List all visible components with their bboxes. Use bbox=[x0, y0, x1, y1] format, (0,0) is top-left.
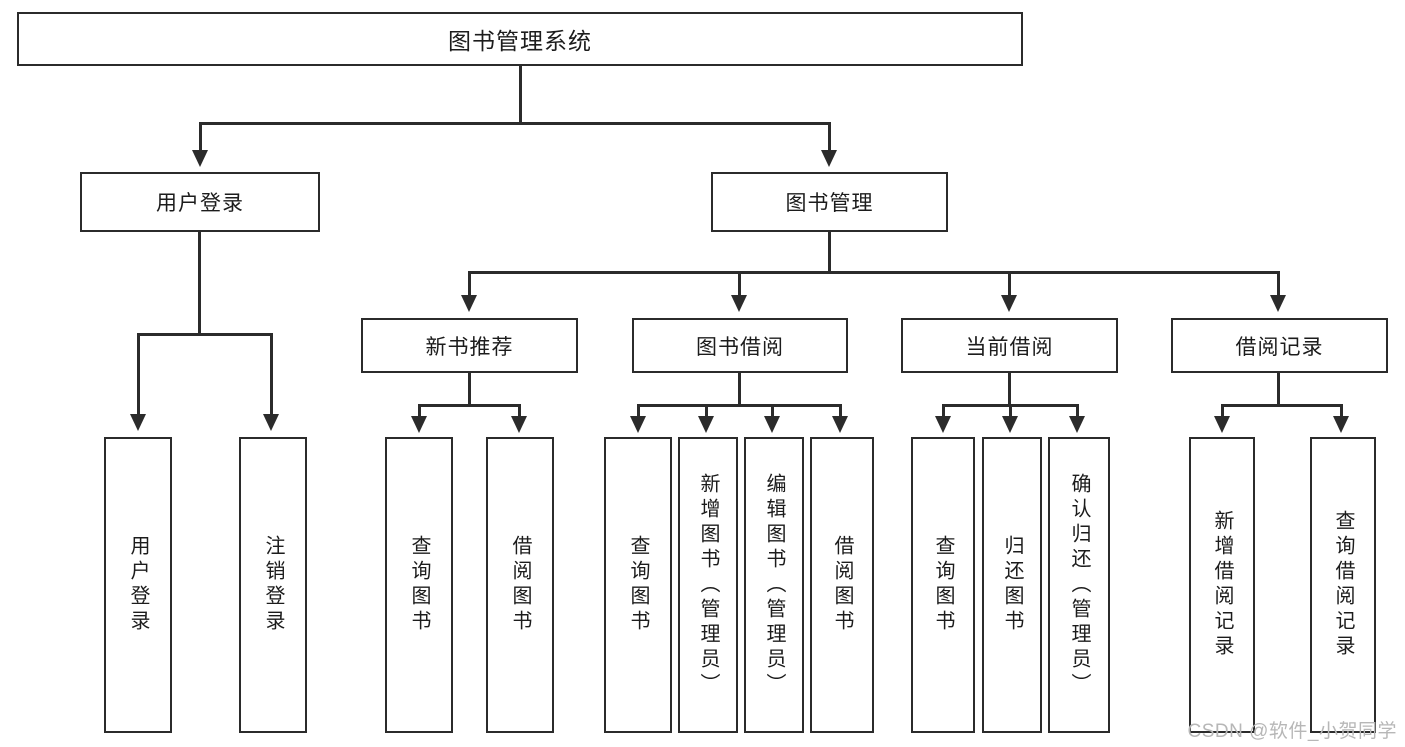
leaf-label: 注销登录 bbox=[262, 535, 284, 635]
connector-book-management-stem bbox=[828, 232, 831, 274]
node-label: 借阅记录 bbox=[1235, 335, 1324, 359]
node-book-borrow[interactable]: 图书借阅 bbox=[632, 318, 848, 373]
connector-borrow-record-stem bbox=[1277, 373, 1280, 406]
arrow-head-icon bbox=[821, 150, 837, 167]
arrow-head-icon bbox=[1069, 416, 1085, 433]
arrow-head-icon bbox=[832, 416, 848, 433]
connector-to-leaf-query-borrow-record bbox=[1340, 404, 1343, 418]
leaf-confirm-return-admin[interactable]: 确认归还（管理员） bbox=[1048, 437, 1110, 733]
arrow-head-icon bbox=[935, 416, 951, 433]
arrow-head-icon bbox=[1001, 295, 1017, 312]
leaf-add-borrow-record[interactable]: 新增借阅记录 bbox=[1189, 437, 1255, 733]
connector-current-borrow-stem bbox=[1008, 373, 1011, 406]
connector-to-leaf-return-book bbox=[1009, 404, 1012, 418]
connector-to-leaf-logout bbox=[270, 333, 273, 416]
arrow-head-icon bbox=[192, 150, 208, 167]
leaf-query-borrow-record[interactable]: 查询借阅记录 bbox=[1310, 437, 1376, 733]
arrow-head-icon bbox=[698, 416, 714, 433]
arrow-head-icon bbox=[1002, 416, 1018, 433]
leaf-label: 确认归还（管理员） bbox=[1068, 472, 1090, 698]
node-root-book-management-system[interactable]: 图书管理系统 bbox=[17, 12, 1023, 66]
connector-to-book-borrow bbox=[738, 271, 741, 297]
node-borrow-record[interactable]: 借阅记录 bbox=[1171, 318, 1388, 373]
leaf-label: 新增图书（管理员） bbox=[697, 472, 719, 698]
leaf-label: 借阅图书 bbox=[509, 535, 531, 635]
node-book-management[interactable]: 图书管理 bbox=[711, 172, 948, 232]
arrow-head-icon bbox=[263, 414, 279, 431]
connector-to-leaf-borrow-book-1 bbox=[518, 404, 521, 418]
connector-root-distributor bbox=[199, 122, 831, 125]
leaf-label: 借阅图书 bbox=[831, 535, 853, 635]
arrow-head-icon bbox=[1214, 416, 1230, 433]
connector-root-stem bbox=[519, 66, 522, 124]
node-label: 图书管理系统 bbox=[448, 28, 592, 54]
connector-to-borrow-record bbox=[1277, 271, 1280, 297]
connector-to-leaf-query-book-2 bbox=[637, 404, 640, 418]
node-user-login[interactable]: 用户登录 bbox=[80, 172, 320, 232]
connector-user-login-distributor bbox=[137, 333, 273, 336]
arrow-head-icon bbox=[511, 416, 527, 433]
leaf-label: 新增借阅记录 bbox=[1211, 510, 1233, 660]
node-label: 用户登录 bbox=[156, 192, 244, 215]
leaf-return-book[interactable]: 归还图书 bbox=[982, 437, 1042, 733]
leaf-label: 归还图书 bbox=[1001, 535, 1023, 635]
node-label: 图书借阅 bbox=[696, 335, 784, 359]
connector-new-book-recommend-distributor bbox=[418, 404, 521, 407]
leaf-add-book-admin[interactable]: 新增图书（管理员） bbox=[678, 437, 738, 733]
leaf-label: 编辑图书（管理员） bbox=[763, 472, 785, 698]
connector-to-current-borrow bbox=[1008, 271, 1011, 297]
connector-to-leaf-user-login bbox=[137, 333, 140, 416]
connector-root-to-user-login bbox=[199, 122, 202, 152]
arrow-head-icon bbox=[764, 416, 780, 433]
leaf-logout[interactable]: 注销登录 bbox=[239, 437, 307, 733]
node-new-book-recommend[interactable]: 新书推荐 bbox=[361, 318, 578, 373]
leaf-label: 用户登录 bbox=[127, 535, 149, 635]
arrow-head-icon bbox=[461, 295, 477, 312]
leaf-label: 查询图书 bbox=[932, 535, 954, 635]
leaf-label: 查询图书 bbox=[408, 535, 430, 635]
arrow-head-icon bbox=[731, 295, 747, 312]
arrow-head-icon bbox=[630, 416, 646, 433]
leaf-query-book-current[interactable]: 查询图书 bbox=[911, 437, 975, 733]
connector-to-leaf-add-borrow-record bbox=[1221, 404, 1224, 418]
node-current-borrow[interactable]: 当前借阅 bbox=[901, 318, 1118, 373]
connector-book-borrow-stem bbox=[738, 373, 741, 406]
connector-to-leaf-query-book-3 bbox=[942, 404, 945, 418]
node-label: 图书管理 bbox=[785, 192, 874, 215]
leaf-label: 查询借阅记录 bbox=[1332, 510, 1354, 660]
connector-to-new-book-recommend bbox=[468, 271, 471, 297]
leaf-borrow-book-new-recommend[interactable]: 借阅图书 bbox=[486, 437, 554, 733]
connector-to-leaf-add-book bbox=[705, 404, 708, 418]
leaf-edit-book-admin[interactable]: 编辑图书（管理员） bbox=[744, 437, 804, 733]
arrow-head-icon bbox=[411, 416, 427, 433]
connector-book-management-distributor bbox=[468, 271, 1280, 274]
watermark: CSDN @软件_小贺同学 bbox=[1187, 721, 1397, 742]
leaf-query-book-borrow[interactable]: 查询图书 bbox=[604, 437, 672, 733]
connector-to-leaf-confirm-return bbox=[1076, 404, 1079, 418]
leaf-borrow-book-borrow[interactable]: 借阅图书 bbox=[810, 437, 874, 733]
connector-to-leaf-query-book-1 bbox=[418, 404, 421, 418]
connector-to-leaf-edit-book bbox=[771, 404, 774, 418]
arrow-head-icon bbox=[1333, 416, 1349, 433]
leaf-query-book-new-recommend[interactable]: 查询图书 bbox=[385, 437, 453, 733]
node-label: 当前借阅 bbox=[965, 335, 1054, 359]
connector-user-login-stem bbox=[198, 232, 201, 335]
leaf-label: 查询图书 bbox=[627, 535, 649, 635]
connector-book-borrow-distributor bbox=[637, 404, 842, 407]
leaf-user-login[interactable]: 用户登录 bbox=[104, 437, 172, 733]
arrow-head-icon bbox=[130, 414, 146, 431]
arrow-head-icon bbox=[1270, 295, 1286, 312]
node-label: 新书推荐 bbox=[425, 335, 514, 359]
connector-to-leaf-borrow-book-2 bbox=[839, 404, 842, 418]
connector-borrow-record-distributor bbox=[1221, 404, 1343, 407]
connector-new-book-recommend-stem bbox=[468, 373, 471, 406]
connector-root-to-book-management bbox=[828, 122, 831, 152]
